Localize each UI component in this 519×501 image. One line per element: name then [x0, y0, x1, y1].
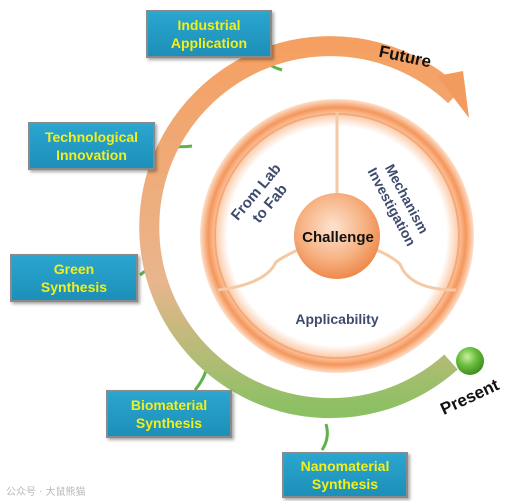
- box-biomaterial-synthesis: Biomaterial Synthesis: [106, 390, 232, 438]
- challenge-center: [294, 193, 380, 279]
- green-line1: Green: [53, 261, 95, 277]
- box-industrial-application: Industrial Application: [146, 10, 272, 58]
- watermark: 公众号 · 大鼠熊猫: [6, 487, 86, 498]
- connector-nanomaterial: [320, 423, 329, 451]
- box-technological-innovation: Technological Innovation: [28, 122, 155, 170]
- timeline-arrow: [139, 36, 462, 419]
- challenge-label: Challenge: [302, 229, 374, 246]
- biomaterial-line2: Synthesis: [135, 415, 203, 431]
- nanomaterial-line1: Nanomaterial: [300, 458, 390, 474]
- green-line2: Synthesis: [40, 279, 108, 295]
- present-marker: [456, 347, 484, 375]
- technological-line2: Innovation: [56, 147, 127, 163]
- sector-dividers: [217, 112, 457, 292]
- biomaterial-line1: Biomaterial: [130, 397, 208, 413]
- sector-applicability: Applicability: [295, 311, 378, 327]
- box-nanomaterial-synthesis: Nanomaterial Synthesis: [282, 452, 408, 498]
- present-label: Present: [437, 375, 502, 419]
- nanomaterial-line2: Synthesis: [311, 476, 379, 492]
- arrow-head: [437, 71, 469, 118]
- box-green-synthesis: Green Synthesis: [10, 254, 138, 302]
- technological-line1: Technological: [44, 129, 139, 145]
- industrial-line2: Application: [170, 35, 248, 51]
- industrial-line1: Industrial: [177, 17, 241, 33]
